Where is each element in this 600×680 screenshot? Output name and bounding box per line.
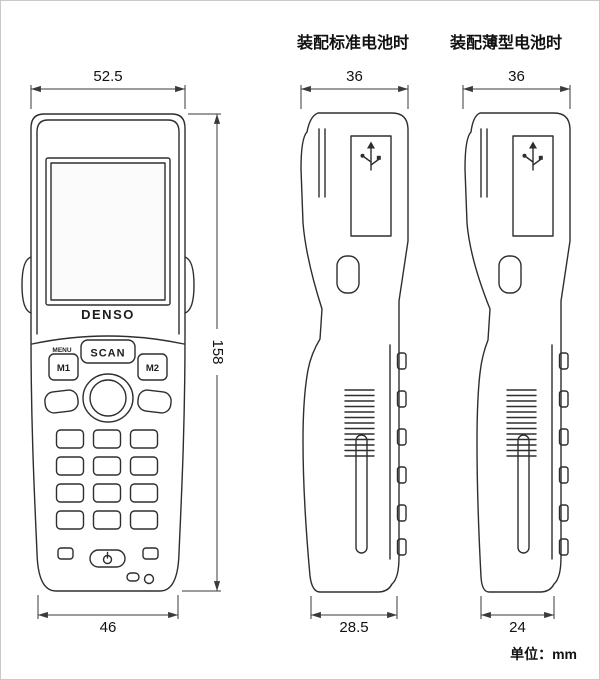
bottom-left-key bbox=[57, 547, 74, 560]
keypad-key bbox=[55, 456, 85, 476]
m1-key bbox=[48, 353, 79, 381]
unit-label: 单位：mm bbox=[510, 646, 577, 662]
front-view bbox=[21, 113, 195, 592]
dimension-lines bbox=[30, 85, 571, 619]
title-standard-battery: 装配标准电池时 bbox=[296, 33, 409, 52]
side-strap-lugs bbox=[558, 352, 569, 556]
keypad-key bbox=[129, 510, 159, 530]
front-bezel-line bbox=[36, 119, 180, 335]
dim-label-front-bottom: 46 bbox=[100, 619, 117, 636]
speaker-hole bbox=[143, 573, 155, 585]
screen bbox=[50, 162, 166, 301]
nav-ring bbox=[82, 373, 134, 423]
dimension-labels: 52.5 158 46 36 28.5 36 24 bbox=[93, 68, 525, 636]
keypad-key bbox=[55, 510, 85, 530]
dim-label-front-height: 158 bbox=[209, 339, 226, 364]
front-outline bbox=[30, 113, 186, 592]
dim-side-standard-bottom bbox=[310, 596, 398, 619]
mid-seam bbox=[31, 335, 185, 345]
power-key bbox=[89, 549, 126, 568]
keypad bbox=[55, 429, 159, 530]
view-titles: 装配标准电池时 装配薄型电池时 bbox=[296, 33, 562, 52]
dim-label-standard-bottom: 28.5 bbox=[339, 619, 368, 636]
dim-label-thin-top: 36 bbox=[508, 68, 525, 85]
left-strap-lug bbox=[21, 256, 32, 314]
title-thin-battery: 装配薄型电池时 bbox=[449, 33, 562, 52]
keypad-key bbox=[129, 456, 159, 476]
keypad-key bbox=[92, 429, 122, 449]
keypad-key bbox=[55, 429, 85, 449]
side-strap-lugs bbox=[396, 352, 407, 556]
m1-key-label: M1 bbox=[57, 363, 71, 374]
keypad-key bbox=[129, 483, 159, 503]
right-strap-lug bbox=[184, 256, 195, 314]
dim-side-standard-top bbox=[300, 85, 409, 109]
dim-side-thin-bottom bbox=[480, 596, 555, 619]
side-view-thin bbox=[464, 112, 571, 593]
keypad-key bbox=[92, 510, 122, 530]
m2-key-label: M2 bbox=[146, 363, 159, 374]
dim-label-thin-bottom: 24 bbox=[509, 619, 526, 636]
dim-front-bottom-width bbox=[37, 595, 179, 619]
side-outline-thin bbox=[464, 112, 571, 593]
dim-label-front-top: 52.5 bbox=[93, 68, 122, 85]
keypad-key bbox=[92, 483, 122, 503]
side-view-standard bbox=[300, 112, 409, 593]
dim-front-height bbox=[182, 113, 226, 592]
keypad-key bbox=[129, 429, 159, 449]
brand-logo: DENSO bbox=[81, 307, 135, 322]
scan-key-label: SCAN bbox=[90, 348, 125, 360]
front-view-labels: DENSO SCAN MENU M1 M2 bbox=[52, 307, 159, 374]
scan-key bbox=[80, 339, 136, 364]
right-pill-key bbox=[137, 389, 172, 414]
enter-key bbox=[89, 379, 127, 417]
menu-label: MENU bbox=[52, 347, 71, 354]
dim-label-standard-top: 36 bbox=[346, 68, 363, 85]
bottom-right-key bbox=[142, 547, 159, 560]
power-icon bbox=[102, 551, 113, 565]
side-outline-standard bbox=[300, 112, 409, 593]
keypad-key bbox=[55, 483, 85, 503]
dim-side-thin-top bbox=[462, 85, 571, 109]
left-pill-key bbox=[44, 389, 79, 414]
dim-front-top-width bbox=[30, 85, 186, 109]
screen-bezel bbox=[45, 157, 171, 306]
m2-key bbox=[137, 353, 168, 381]
keypad-key bbox=[92, 456, 122, 476]
mic-slot bbox=[126, 572, 140, 582]
